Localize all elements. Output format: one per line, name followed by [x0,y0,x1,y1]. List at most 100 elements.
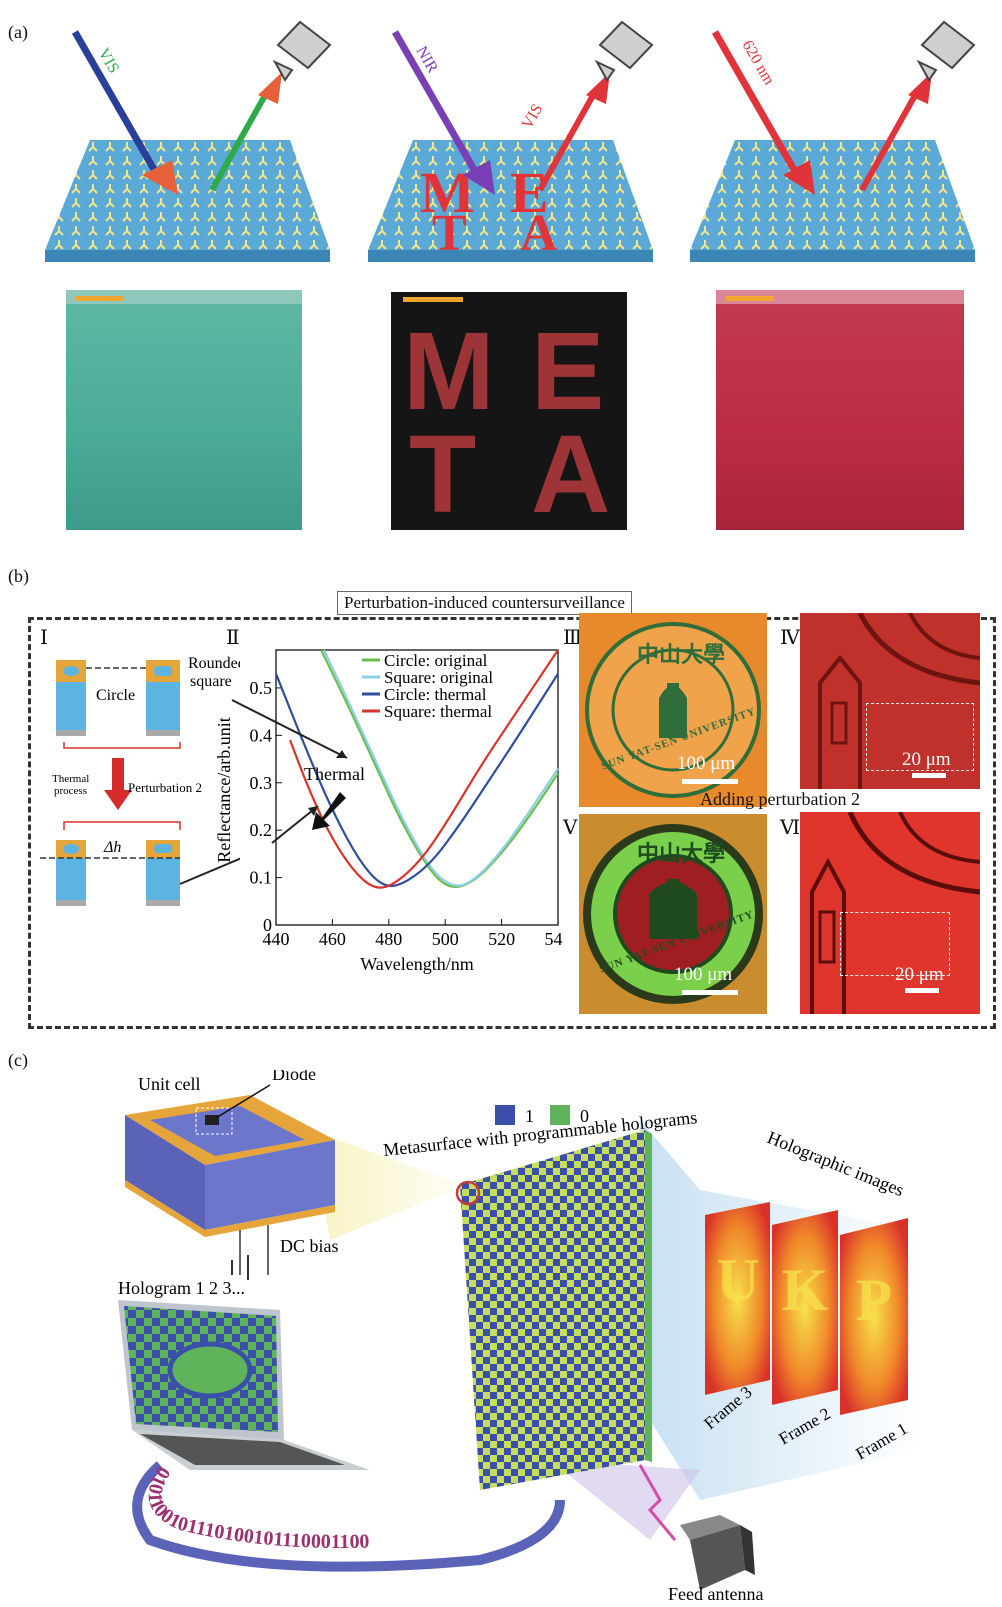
legend-swatch-1 [495,1105,515,1125]
laptop-icon [118,1300,370,1470]
x-tick-label: 540 [545,929,563,949]
label-holographic-images: Holographic images [765,1127,907,1200]
pointer-arrow-1 [231,699,348,759]
bitstream-text: 0101100101110100101110001100 [144,1463,370,1553]
roi-box-2 [840,912,950,976]
feed-antenna-icon [680,1515,755,1590]
tower-photo-perturbed: 20 μm [800,812,980,1014]
meta-letter-m: M [420,160,475,225]
thermal-arrow [312,792,346,830]
tower-photo-original: 20 μm [800,613,980,789]
roi-box-1 [866,703,974,771]
series-line-1 [322,649,559,887]
x-tick-label: 520 [488,929,515,949]
label-circle: Circle [96,687,135,704]
series-line-3 [289,649,559,889]
panel-c-illustration: Unit cell Diode DC bias 1 0 Metasurface … [118,1070,920,1604]
metasurface-slab-1 [45,140,330,262]
roman-5: Ⅴ [563,817,578,839]
seal-photo-original: 中山大學 SUN YAT-SEN UNIVERSITY 100 μm [579,613,767,807]
pillar-schematic: Circle Rounded square Thermal process Pe… [40,655,240,906]
scale-label-100-2: 100 μm [674,964,733,985]
nir-letter-t: T [409,413,477,530]
nir-letter-m: M [403,310,495,433]
wave-icon [638,1464,677,1541]
x-tick-label: 500 [432,929,459,949]
svg-text:U: U [716,1247,759,1313]
legend-label-0: Circle: original [384,651,488,670]
camera-icon-2 [594,20,654,82]
x-tick-label: 460 [319,929,346,949]
meta-letter-e: E [510,160,549,225]
chart-frame [275,649,559,926]
scale-label-20-2: 20 μm [895,964,944,985]
roman-2: Ⅱ [226,627,240,649]
x-tick-label: 480 [375,929,402,949]
series-line-0 [320,649,559,889]
label-thermal: Thermal [52,773,89,785]
scale-label-20-1: 20 μm [902,749,951,770]
chart-ylabel: Reflectance/arb.unit [214,717,234,862]
label-perturbation: Perturbation 2 [128,780,202,795]
series-line-2 [274,673,559,888]
y-tick-label: 0.2 [250,820,273,840]
frame-2: K [772,1210,838,1405]
panel-c-label: (c) [8,1050,28,1070]
frame-1: P [840,1218,908,1415]
y-tick-label: 0.1 [250,868,273,888]
legend-label-0: 0 [580,1106,589,1126]
reflectance-chart: 44046048050052054000.10.20.30.40.5 Circl… [214,649,563,974]
unit-cell-highlight [455,1180,481,1206]
box-title: Perturbation-induced countersurveillance [337,591,632,615]
y-tick-label: 0 [263,915,272,935]
pointer-arrow-2 [271,805,319,844]
roman-4: Ⅳ [780,627,800,649]
label-unit-cell: Unit cell [138,1074,200,1094]
y-tick-label: 0.4 [250,725,273,745]
metasurface-grid [460,1130,645,1490]
legend-label-2: Circle: thermal [384,685,487,704]
label-rounded: Rounded [188,655,240,672]
x-tick-label: 440 [263,929,290,949]
roman-6: Ⅵ [780,817,801,839]
legend-label-1: 1 [525,1106,534,1126]
panel-a-label: (a) [8,22,28,42]
camera-icon-3 [916,20,976,82]
incident-beam-3 [711,30,804,182]
camera-icon-1 [272,20,332,82]
metasurface-slab-2: M E T A [368,140,653,262]
scale-label-100-1: 100 μm [677,753,736,774]
label-process: process [54,785,87,797]
meta-letter-a: A [520,205,558,262]
beam-label-vis-2: VIS [519,101,547,132]
countersurveillance-box [28,617,996,1029]
diode-icon [205,1115,219,1125]
adding-perturbation-label: Adding perturbation 2 [700,789,860,809]
seal-photo-perturbed: 中山大學 SUN YAT-SEN UNIVERSITY 100 μm [579,814,767,1014]
incident-beam-1 [71,30,164,182]
svg-text:K: K [782,1257,829,1323]
legend-label-1: Square: original [384,668,493,687]
frame-3: U [705,1202,770,1395]
seal-chinese-1: 中山大學 [637,643,726,668]
panel-a-schematics: M E T A VIS NIR VIS 620 nm [45,20,976,262]
meta-letter-t: T [432,205,467,262]
incident-beam-2 [391,30,484,182]
metasurface-slab-3 [690,140,975,262]
chart-xlabel: Wavelength/nm [360,954,474,974]
roman-3: Ⅲ [563,627,583,649]
seal-chinese-2: 中山大學 [637,842,726,867]
panel-b-label: (b) [8,566,29,586]
legend-swatch-0 [550,1105,570,1125]
label-dc-bias: DC bias [280,1236,339,1256]
620nm-photo [716,290,964,530]
label-square: square [190,673,232,690]
label-delta-h: Δh [103,839,121,856]
y-tick-label: 0.5 [250,678,273,698]
legend-label-3: Square: thermal [384,702,492,721]
roman-1: Ⅰ [40,627,48,649]
label-hologram: Hologram 1 2 3... [118,1278,245,1298]
reflected-beam-3 [859,88,921,192]
chart-thermal-label: Thermal [304,764,365,784]
reflected-beam-1 [209,88,271,192]
